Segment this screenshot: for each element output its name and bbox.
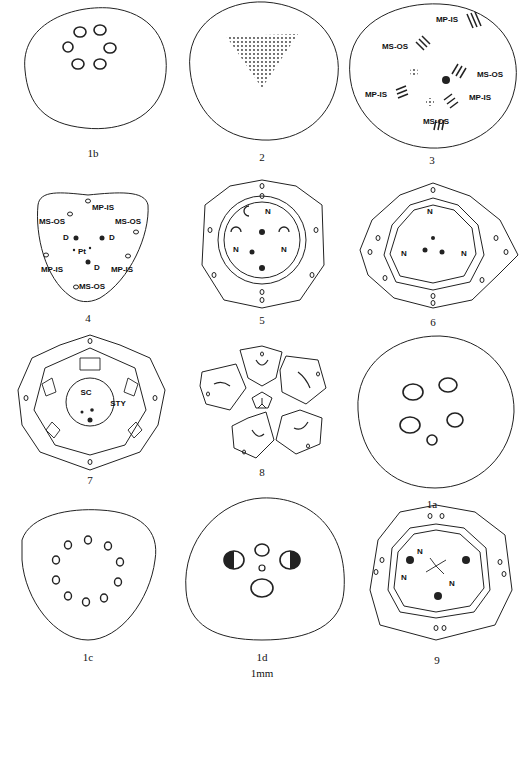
figure-number: 1b: [88, 148, 99, 159]
tissue-label: N: [265, 208, 271, 216]
figure-number: 3: [429, 155, 435, 166]
tissue-label: N: [417, 548, 423, 556]
tissue-label: N: [401, 250, 407, 258]
tissue-label: MP-IS: [111, 266, 133, 274]
figure-number: 1mm: [251, 668, 274, 679]
section-9: [370, 505, 512, 640]
tissue-label: MP-IS: [469, 94, 491, 102]
tissue-label: MS-OS: [477, 71, 503, 79]
tissue-label: N: [401, 574, 407, 582]
tissue-label: D: [94, 264, 100, 272]
tissue-label: N: [233, 246, 239, 254]
tissue-label: MS-OS: [423, 118, 449, 126]
tissue-label: STY: [110, 400, 126, 408]
figure-number: 8: [259, 467, 265, 478]
section-3: [350, 4, 517, 148]
tissue-label: N: [449, 580, 455, 588]
section-1c: [22, 510, 156, 640]
section-4: [37, 193, 148, 302]
tissue-label: MP-IS: [365, 91, 387, 99]
figure-number: 4: [85, 313, 91, 324]
section-2: [190, 2, 339, 140]
figure-number: 6: [430, 317, 436, 328]
tissue-label: N: [281, 246, 287, 254]
section-5: [202, 180, 324, 308]
tissue-label: SC: [80, 389, 91, 397]
figure-number: 1c: [83, 652, 93, 663]
tissue-label: MS-OS: [115, 218, 141, 226]
figure-number: 5: [259, 315, 265, 326]
section-1b: [25, 8, 167, 129]
section-8: [200, 346, 326, 458]
tissue-label: MS-OS: [39, 218, 65, 226]
figure-number: 9: [434, 655, 440, 666]
figure-number: 2: [259, 152, 265, 163]
section-1a: [358, 336, 514, 488]
section-1d: [186, 498, 345, 640]
tissue-label: MS-OS: [79, 283, 105, 291]
tissue-label: N: [461, 250, 467, 258]
tissue-label: D: [63, 234, 69, 242]
tissue-label: MP-IS: [41, 266, 63, 274]
tissue-label: D: [109, 234, 115, 242]
tissue-label: MP-IS: [92, 204, 114, 212]
section-6: [360, 183, 518, 308]
tissue-label: MS-OS: [382, 43, 408, 51]
section-7: [18, 335, 165, 470]
tissue-label: Pt: [78, 248, 86, 256]
figure-number: 1d: [257, 652, 268, 663]
figure-number: 7: [87, 475, 93, 486]
figure-number: 1a: [427, 499, 437, 510]
tissue-label: MP-IS: [436, 16, 458, 24]
tissue-label: N: [427, 208, 433, 216]
